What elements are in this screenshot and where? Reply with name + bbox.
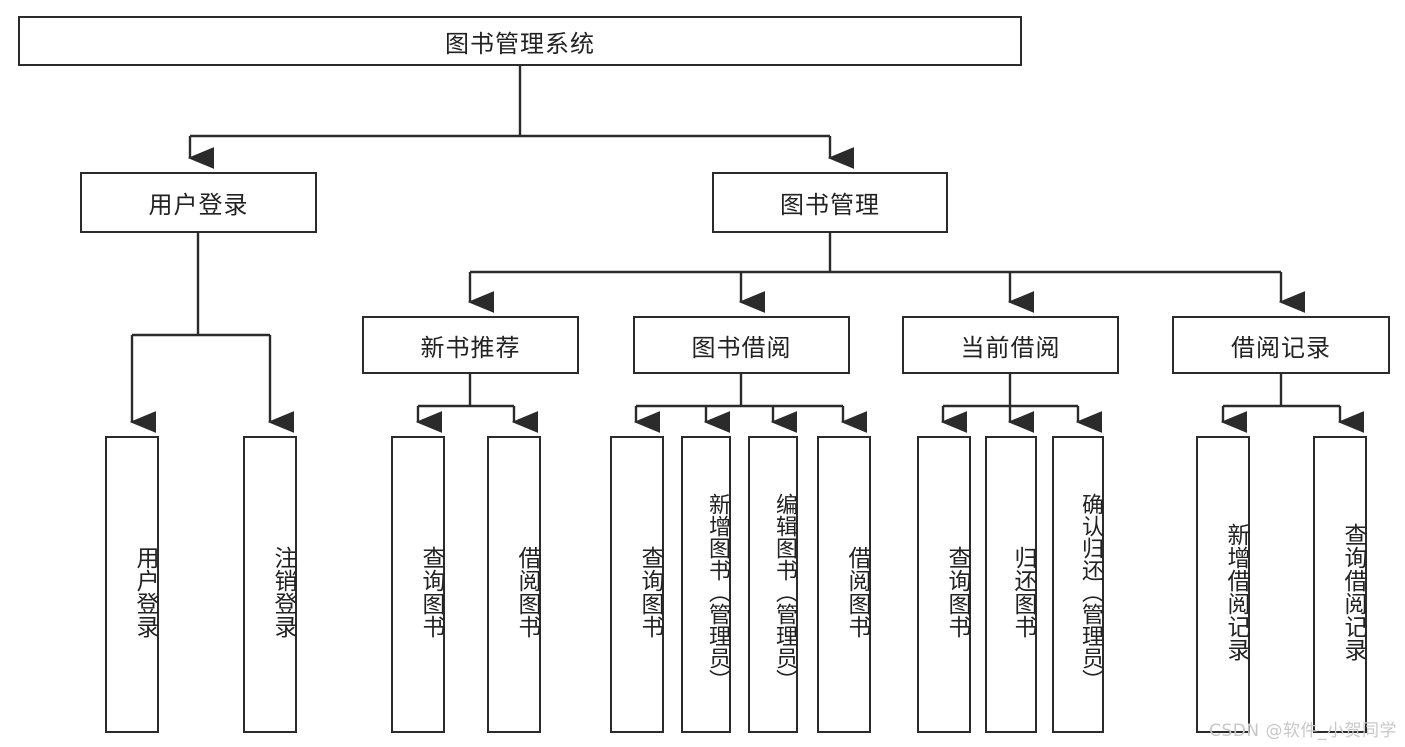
node-label: 用户登录 bbox=[132, 545, 158, 638]
node-label: 归还图书 bbox=[1010, 545, 1036, 638]
node-label: 编辑图书（管理员） bbox=[772, 492, 797, 691]
node-label: 图书管理 bbox=[780, 191, 880, 219]
node-user-login[interactable]: 用户登录 bbox=[80, 172, 317, 233]
node-leaf-add-record[interactable]: 新增借阅记录 bbox=[1196, 436, 1250, 733]
node-leaf-edit-book[interactable]: 编辑图书（管理员） bbox=[748, 436, 798, 733]
node-label: 查询图书 bbox=[418, 545, 444, 638]
node-leaf-confirm-return[interactable]: 确认归还（管理员） bbox=[1052, 436, 1104, 733]
node-label: 查询图书 bbox=[637, 545, 663, 638]
node-borrow-record[interactable]: 借阅记录 bbox=[1172, 316, 1390, 374]
node-current-borrow[interactable]: 当前借阅 bbox=[902, 316, 1119, 374]
node-label: 新增图书（管理员） bbox=[705, 492, 730, 691]
node-leaf-return-book[interactable]: 归还图书 bbox=[985, 436, 1037, 733]
node-book-manage[interactable]: 图书管理 bbox=[712, 172, 948, 233]
node-leaf-borrow-book-1[interactable]: 借阅图书 bbox=[487, 436, 541, 733]
node-label: 查询借阅记录 bbox=[1340, 522, 1366, 661]
node-label: 查询图书 bbox=[944, 545, 970, 638]
node-leaf-user-login[interactable]: 用户登录 bbox=[105, 436, 159, 733]
node-label: 新书推荐 bbox=[420, 333, 521, 362]
node-leaf-borrow-book-2[interactable]: 借阅图书 bbox=[817, 436, 871, 733]
node-leaf-logout[interactable]: 注销登录 bbox=[243, 436, 297, 733]
node-label: 注销登录 bbox=[270, 545, 296, 638]
node-label: 用户登录 bbox=[148, 191, 249, 219]
node-leaf-query-book-1[interactable]: 查询图书 bbox=[391, 436, 445, 733]
csdn-watermark: CSDN @软件_小贺同学 bbox=[1209, 721, 1397, 741]
node-label: 借阅图书 bbox=[844, 545, 870, 638]
node-label: 确认归还（管理员） bbox=[1078, 492, 1103, 691]
node-leaf-query-record[interactable]: 查询借阅记录 bbox=[1313, 436, 1367, 733]
node-leaf-query-book-3[interactable]: 查询图书 bbox=[917, 436, 971, 733]
node-label: 图书借阅 bbox=[691, 333, 792, 362]
node-label: 当前借阅 bbox=[960, 333, 1061, 362]
node-leaf-add-book[interactable]: 新增图书（管理员） bbox=[681, 436, 731, 733]
node-label: 图书管理系统 bbox=[445, 29, 595, 58]
node-book-borrow[interactable]: 图书借阅 bbox=[633, 316, 850, 374]
node-new-book-rec[interactable]: 新书推荐 bbox=[362, 316, 579, 374]
node-label: 新增借阅记录 bbox=[1223, 522, 1249, 661]
node-label: 借阅图书 bbox=[514, 545, 540, 638]
node-leaf-query-book-2[interactable]: 查询图书 bbox=[610, 436, 664, 733]
node-label: 借阅记录 bbox=[1231, 333, 1331, 362]
node-root-system[interactable]: 图书管理系统 bbox=[18, 16, 1022, 66]
